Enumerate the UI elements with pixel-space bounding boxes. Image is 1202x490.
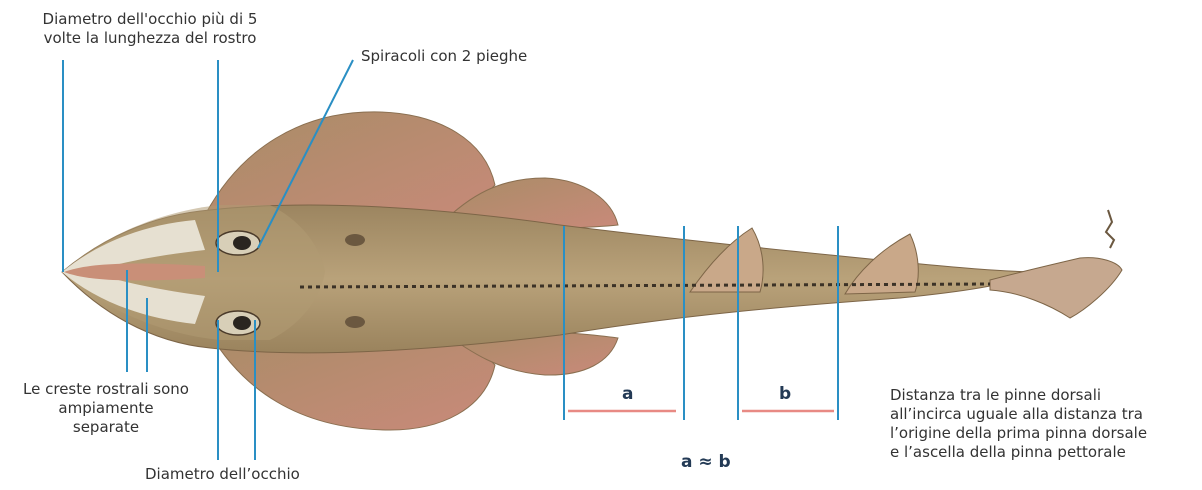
label-rostral-ridges: Le creste rostrali sono ampiamente separ… (0, 380, 212, 437)
label-spiracles: Spiracoli con 2 pieghe (361, 47, 527, 66)
label-dorsal-distance: Distanza tra le pinne dorsali all’incirc… (890, 386, 1147, 462)
label-eye-rostrum: Diametro dell'occhio più di 5 volte la l… (0, 10, 300, 48)
measure-a-label: a (622, 385, 633, 404)
lower-spiracle (345, 316, 365, 328)
equation-label: a ≈ b (681, 453, 731, 472)
upper-spiracle (345, 234, 365, 246)
tail-fin (990, 258, 1122, 318)
upper-pupil (233, 236, 251, 250)
lower-pupil (233, 316, 251, 330)
scale-glyph (1106, 210, 1114, 248)
measure-b-label: b (779, 385, 791, 404)
label-eye-diameter: Diametro dell’occhio (145, 465, 300, 484)
